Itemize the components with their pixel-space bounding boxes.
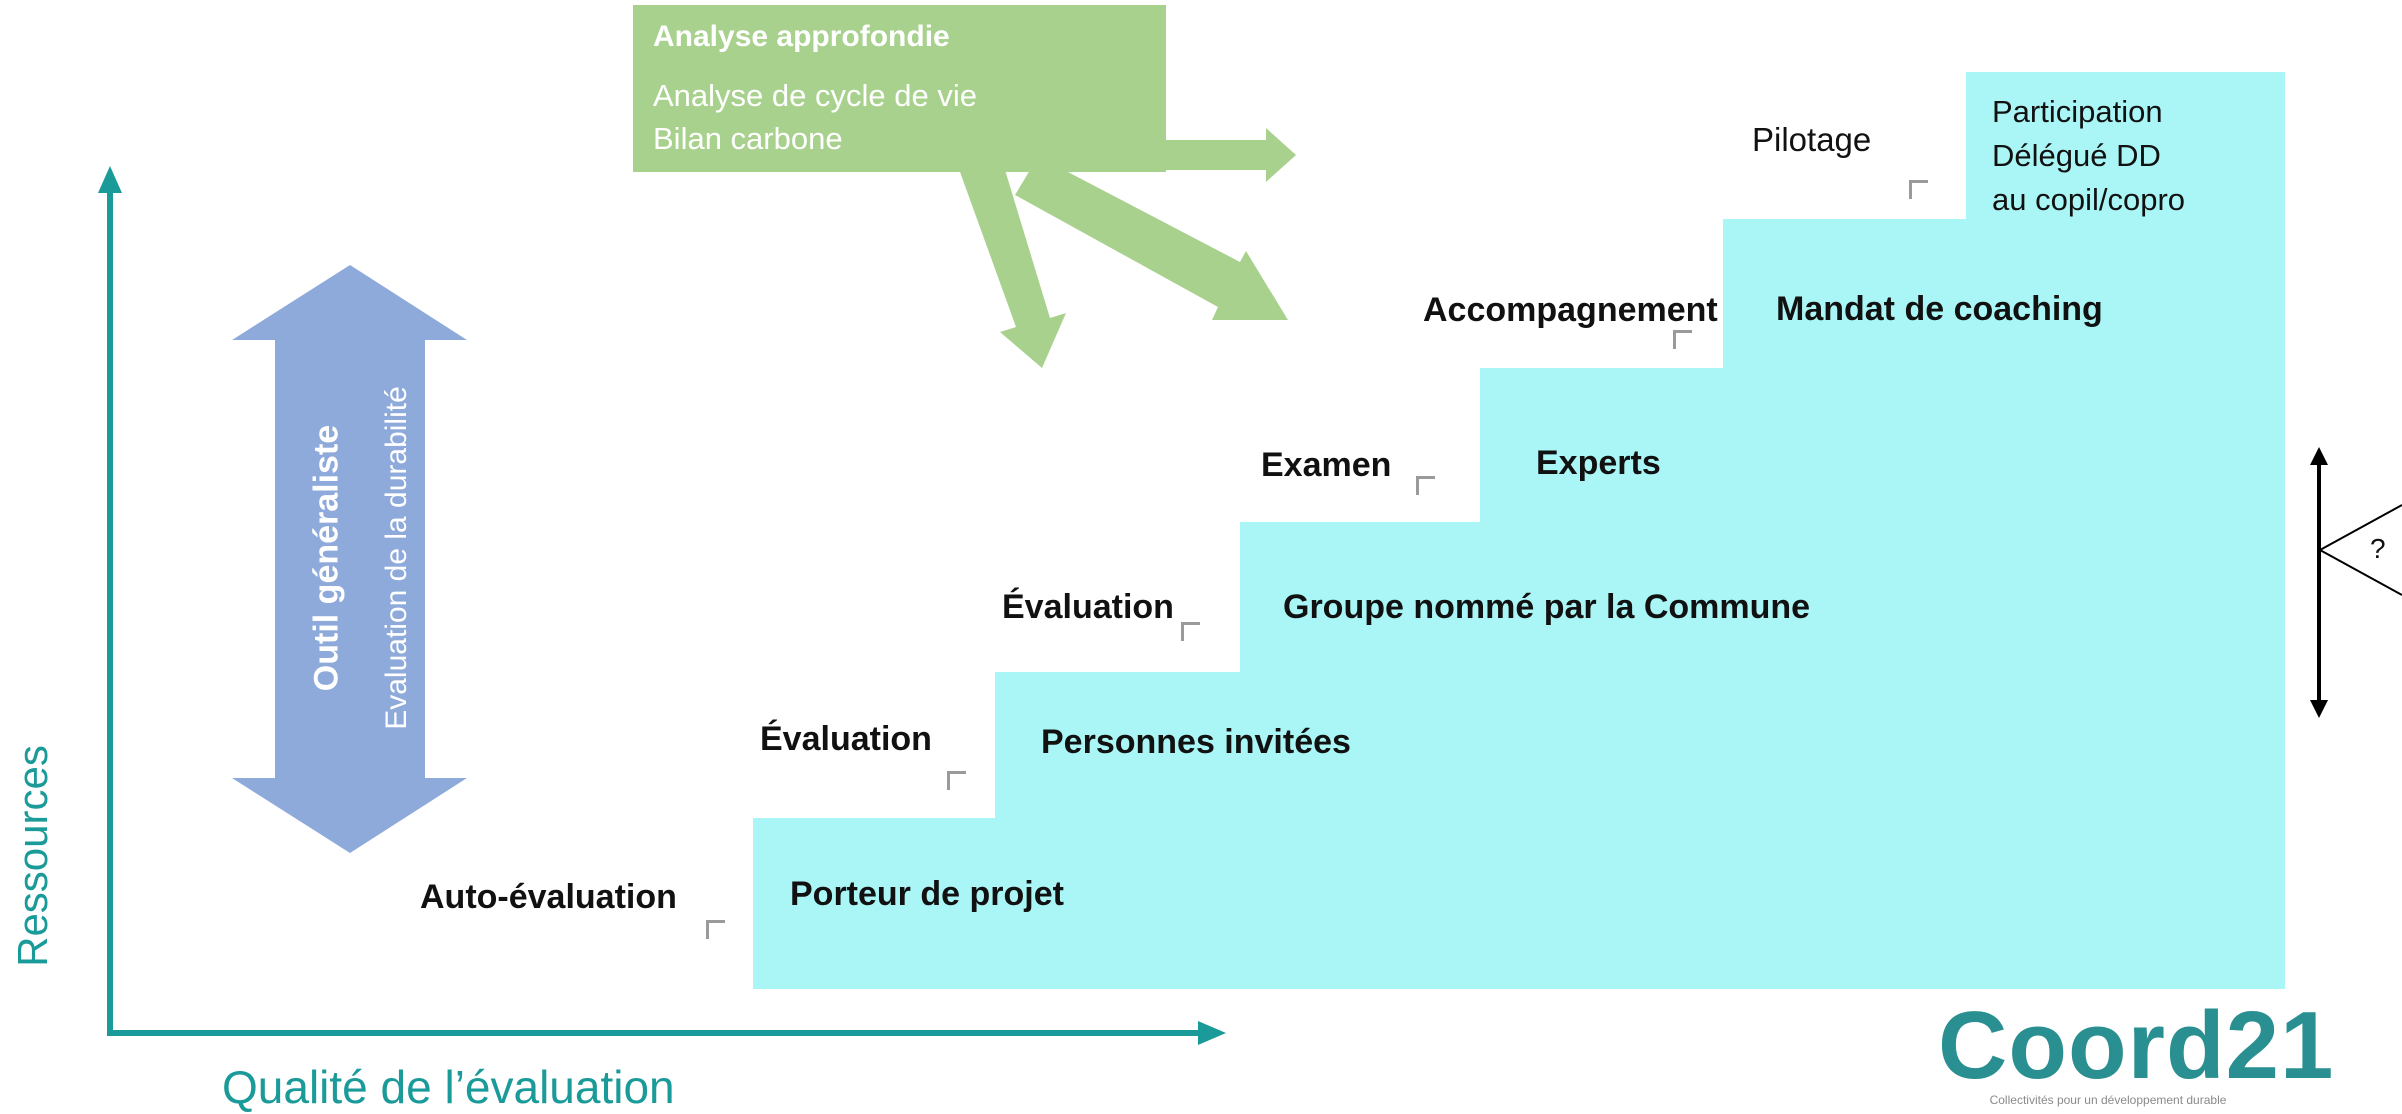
actor-groupe-commune: Groupe nommé par la Commune (1283, 588, 1811, 626)
deep-analysis-title: Analyse approfondie (653, 20, 950, 53)
stage-corner-mark (1673, 330, 1692, 349)
stage-label-evaluation-1: Évaluation (760, 720, 932, 758)
question-marker-shape (2317, 504, 2402, 596)
tool-double-arrow (232, 265, 467, 853)
green-arrow-diagonal (1015, 160, 1288, 320)
actor-porteur-de-projet: Porteur de projet (790, 875, 1064, 913)
stage-label-auto-evaluation: Auto-évaluation (420, 878, 677, 916)
logo-wordmark: Coord21 (1938, 992, 2335, 1099)
stage-label-examen: Examen (1261, 446, 1392, 484)
tool-arrow-subtitle: Evaluation de la durabilité (380, 386, 413, 730)
deep-analysis-line-1: Analyse de cycle de vie (653, 78, 977, 113)
y-axis-label: Ressources (9, 745, 56, 967)
stage-corner-mark (1181, 622, 1200, 641)
stage-corner-mark (947, 771, 966, 790)
x-axis-arrowhead (1198, 1021, 1226, 1045)
right-range-arrow (2310, 447, 2402, 718)
stage-label-accompagnement: Accompagnement (1423, 291, 1718, 329)
stage-label-evaluation-2: Évaluation (1002, 588, 1174, 626)
coord21-logo: Coord21 Collectivités pour un développem… (1938, 992, 2335, 1108)
actor-participation-line-2: Délégué DD (1992, 138, 2161, 173)
green-arrow-down (960, 160, 1066, 368)
deep-analysis-box (633, 5, 1166, 172)
question-marker-label: ? (2370, 533, 2386, 564)
deep-analysis-arrows (960, 128, 1296, 368)
deep-analysis-line-2: Bilan carbone (653, 121, 843, 156)
green-arrow-right (1166, 128, 1296, 182)
y-axis-arrowhead (98, 166, 122, 193)
actor-participation-line-1: Participation (1992, 94, 2163, 129)
actor-personnes-invitees: Personnes invitées (1041, 723, 1351, 761)
actor-participation-line-3: au copil/copro (1992, 182, 2186, 217)
actor-experts: Experts (1536, 444, 1661, 482)
axes (98, 166, 1226, 1045)
x-axis-label: Qualité de l’évaluation (222, 1061, 675, 1113)
logo-tagline: Collectivités pour un développement dura… (1989, 1093, 2227, 1107)
staircase-shape (753, 72, 2285, 989)
stage-corner-mark (706, 920, 725, 939)
stage-corner-mark (1909, 180, 1928, 199)
stage-label-pilotage: Pilotage (1752, 121, 1872, 158)
tool-arrow-title: Outil généraliste (307, 424, 346, 692)
actor-mandat-coaching: Mandat de coaching (1776, 290, 2103, 328)
stage-corner-mark (1416, 476, 1435, 495)
